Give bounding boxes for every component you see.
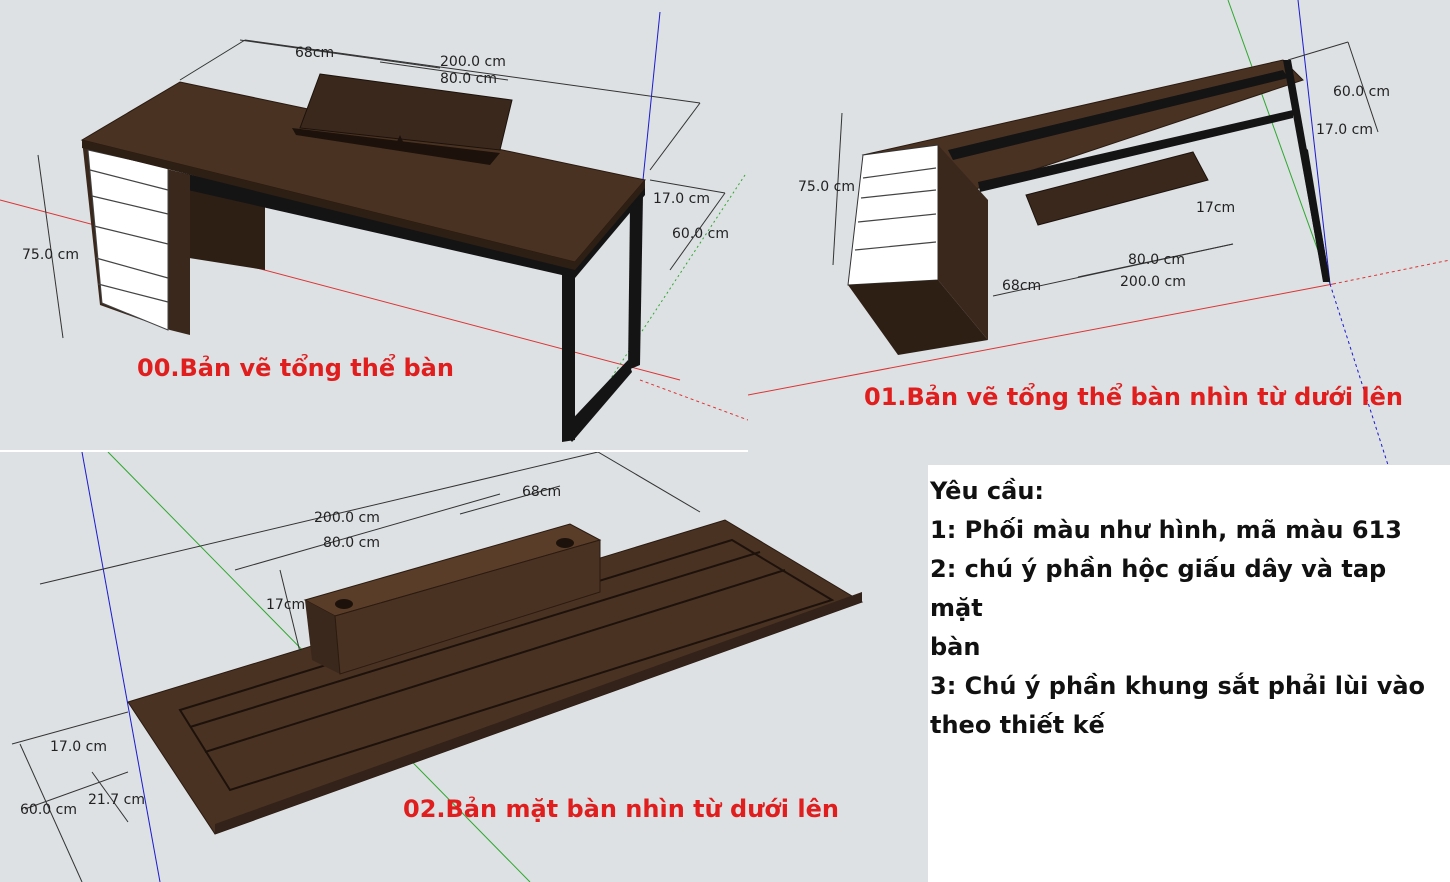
frame-recess-line bbox=[189, 551, 761, 728]
panel0-caption: 00.Bản vẽ tổng thể bàn bbox=[137, 352, 454, 382]
cabinet-side bbox=[938, 145, 988, 340]
dimension-lines bbox=[832, 41, 1379, 297]
tabletop-edge bbox=[215, 592, 862, 834]
y-axis bbox=[1227, 0, 1331, 285]
dim-17b: 17cm bbox=[1196, 200, 1235, 216]
z-axis-dashed bbox=[1329, 283, 1389, 465]
x-axis-dashed bbox=[1332, 259, 1450, 285]
x-axis bbox=[748, 283, 1334, 396]
panel1-caption: 01.Bản vẽ tổng thể bàn nhìn từ dưới lên bbox=[864, 381, 1403, 411]
desk-bottom-drawing: 60.0 cm 17.0 cm 75.0 cm 17cm 80.0 cm 68c… bbox=[748, 0, 1450, 465]
dim-17a: 17.0 cm bbox=[1316, 122, 1373, 138]
dim-75: 75.0 cm bbox=[22, 247, 79, 263]
dimension-lines bbox=[37, 39, 726, 339]
dim-68: 68cm bbox=[295, 45, 334, 61]
metal-frame-bottom bbox=[562, 360, 632, 442]
dim-75: 75.0 cm bbox=[798, 179, 855, 195]
dim-17b: 17cm bbox=[266, 597, 305, 613]
overall-desk-view: 68cm 200.0 cm 80.0 cm 17.0 cm 60.0 cm 75… bbox=[0, 0, 748, 450]
tabletop-bottom-view: 200.0 cm 68cm 80.0 cm 17cm 17.0 cm 21.7 … bbox=[0, 452, 928, 882]
cable-box-opening bbox=[292, 128, 500, 165]
desk-drawing: 68cm 200.0 cm 80.0 cm 17.0 cm 60.0 cm 75… bbox=[0, 11, 748, 442]
dim-17: 17.0 cm bbox=[653, 191, 710, 207]
dim-68: 68cm bbox=[522, 484, 561, 500]
panel2-caption: 02.Bản mặt bàn nhìn từ dưới lên bbox=[403, 795, 839, 823]
dim-60: 60.0 cm bbox=[1333, 84, 1390, 100]
dim-200: 200.0 cm bbox=[1120, 274, 1186, 290]
dim-80: 80.0 cm bbox=[323, 535, 380, 551]
tabletop-drawing: 200.0 cm 68cm 80.0 cm 17cm 17.0 cm 21.7 … bbox=[11, 452, 864, 882]
dim-68: 68cm bbox=[1002, 278, 1041, 294]
metal-frame-leg-front bbox=[562, 262, 575, 442]
dim-17: 17.0 cm bbox=[50, 739, 107, 755]
requirement-1: 1: Phối màu như hình, mã màu 613 bbox=[930, 516, 1402, 544]
dim-80: 80.0 cm bbox=[1128, 252, 1185, 268]
dim-60: 60.0 cm bbox=[672, 226, 729, 242]
cable-box-cover bbox=[299, 73, 513, 151]
requirements-title: Yêu cầu: bbox=[930, 477, 1044, 505]
cable-hole-right bbox=[556, 538, 574, 548]
z-axis bbox=[1297, 0, 1331, 285]
cable-box-divider bbox=[395, 135, 405, 146]
drawer-lines bbox=[89, 169, 169, 303]
dim-60: 60.0 cm bbox=[20, 802, 77, 818]
cable-box-front bbox=[334, 539, 601, 675]
desk-top-edge-side bbox=[575, 180, 645, 270]
metal-frame-rail bbox=[948, 70, 1288, 160]
drawer-lines bbox=[854, 167, 937, 251]
desk-top-edge-front bbox=[82, 140, 575, 270]
metal-frame-rail bbox=[170, 170, 575, 278]
requirement-2-cont: bàn bbox=[930, 633, 981, 661]
dim-200: 200.0 cm bbox=[440, 54, 506, 70]
requirements-text: Yêu cầu: 1: Phối màu như hình, mã màu 61… bbox=[930, 472, 1445, 745]
metal-frame-leg-back bbox=[628, 195, 643, 370]
dim-80: 80.0 cm bbox=[440, 71, 497, 87]
x-axis-dashed bbox=[639, 379, 748, 421]
metal-frame-rail-2 bbox=[978, 110, 1293, 192]
cable-hole-left bbox=[335, 599, 353, 609]
y-axis-dashed bbox=[589, 174, 746, 411]
requirement-3: 3: Chú ý phần khung sắt phải lùi vào bbox=[930, 672, 1426, 700]
dimension-lines bbox=[11, 452, 701, 882]
requirement-2: 2: chú ý phần hộc giấu dây và tap mặt bbox=[930, 555, 1387, 622]
desk-bottom-view: 60.0 cm 17.0 cm 75.0 cm 17cm 80.0 cm 68c… bbox=[748, 0, 1450, 465]
requirement-3-cont: theo thiết kế bbox=[930, 711, 1105, 739]
metal-frame-leg-2 bbox=[1298, 140, 1330, 282]
frame-recess-line-2 bbox=[204, 569, 786, 753]
cabinet-bottom bbox=[848, 280, 988, 355]
z-axis bbox=[81, 452, 161, 882]
cabinet-side bbox=[170, 170, 190, 335]
dim-217: 21.7 cm bbox=[88, 792, 145, 808]
dim-200: 200.0 cm bbox=[314, 510, 380, 526]
cable-box bbox=[1025, 151, 1209, 226]
cable-box-side bbox=[305, 600, 340, 674]
